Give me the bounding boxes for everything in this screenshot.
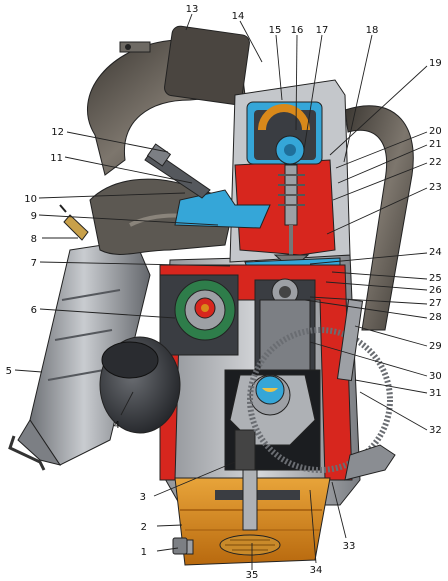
flywheel <box>247 327 396 481</box>
callout-25: 25 <box>429 273 442 284</box>
callout-34: 34 <box>310 565 323 576</box>
callout-19: 19 <box>429 58 442 69</box>
callout-5: 5 <box>6 366 12 377</box>
callout-9: 9 <box>31 211 37 222</box>
catalytic-converter <box>8 239 151 471</box>
callout-28: 28 <box>429 312 442 323</box>
dipstick-tube <box>336 298 364 382</box>
callout-24: 24 <box>429 247 442 258</box>
callout-23: 23 <box>429 182 442 193</box>
callout-18: 18 <box>366 25 379 36</box>
callout-11: 11 <box>50 153 63 164</box>
callout-3: 3 <box>140 492 146 503</box>
callout-14: 14 <box>232 11 245 22</box>
callout-12: 12 <box>51 127 64 138</box>
callout-35: 35 <box>246 570 259 581</box>
callout-1: 1 <box>141 547 147 558</box>
leader-lines <box>14 13 428 570</box>
oil-pump-gear <box>159 274 239 356</box>
callout-21: 21 <box>429 139 442 150</box>
callout-17: 17 <box>316 25 329 36</box>
callout-26: 26 <box>429 285 442 296</box>
cylinder-piston <box>254 278 316 381</box>
callout-32: 32 <box>429 425 442 436</box>
callout-20: 20 <box>429 126 442 137</box>
crankshaft <box>224 369 321 471</box>
callout-13: 13 <box>186 4 199 15</box>
callout-15: 15 <box>269 25 282 36</box>
callout-27: 27 <box>429 298 442 309</box>
callout-6: 6 <box>31 305 37 316</box>
intake-pipe <box>86 25 250 176</box>
drain-plug <box>172 537 188 555</box>
oil-pickup <box>219 469 281 556</box>
oxygen-sensor <box>59 204 89 241</box>
callout-31: 31 <box>429 388 442 399</box>
callout-30: 30 <box>429 371 442 382</box>
callout-16: 16 <box>291 25 304 36</box>
callout-7: 7 <box>31 258 37 269</box>
callout-2: 2 <box>141 522 147 533</box>
callout-labels: 1 2 3 4 5 6 7 8 9 10 11 12 13 14 15 16 1… <box>6 4 442 581</box>
callout-22: 22 <box>429 157 442 168</box>
callout-10: 10 <box>24 194 37 205</box>
callout-33: 33 <box>343 541 356 552</box>
callout-8: 8 <box>31 234 37 245</box>
callout-4: 4 <box>114 420 120 431</box>
oil-filter <box>99 336 181 434</box>
callout-29: 29 <box>429 341 442 352</box>
right-air-pipe <box>344 105 414 331</box>
fuel-injector <box>144 143 211 199</box>
